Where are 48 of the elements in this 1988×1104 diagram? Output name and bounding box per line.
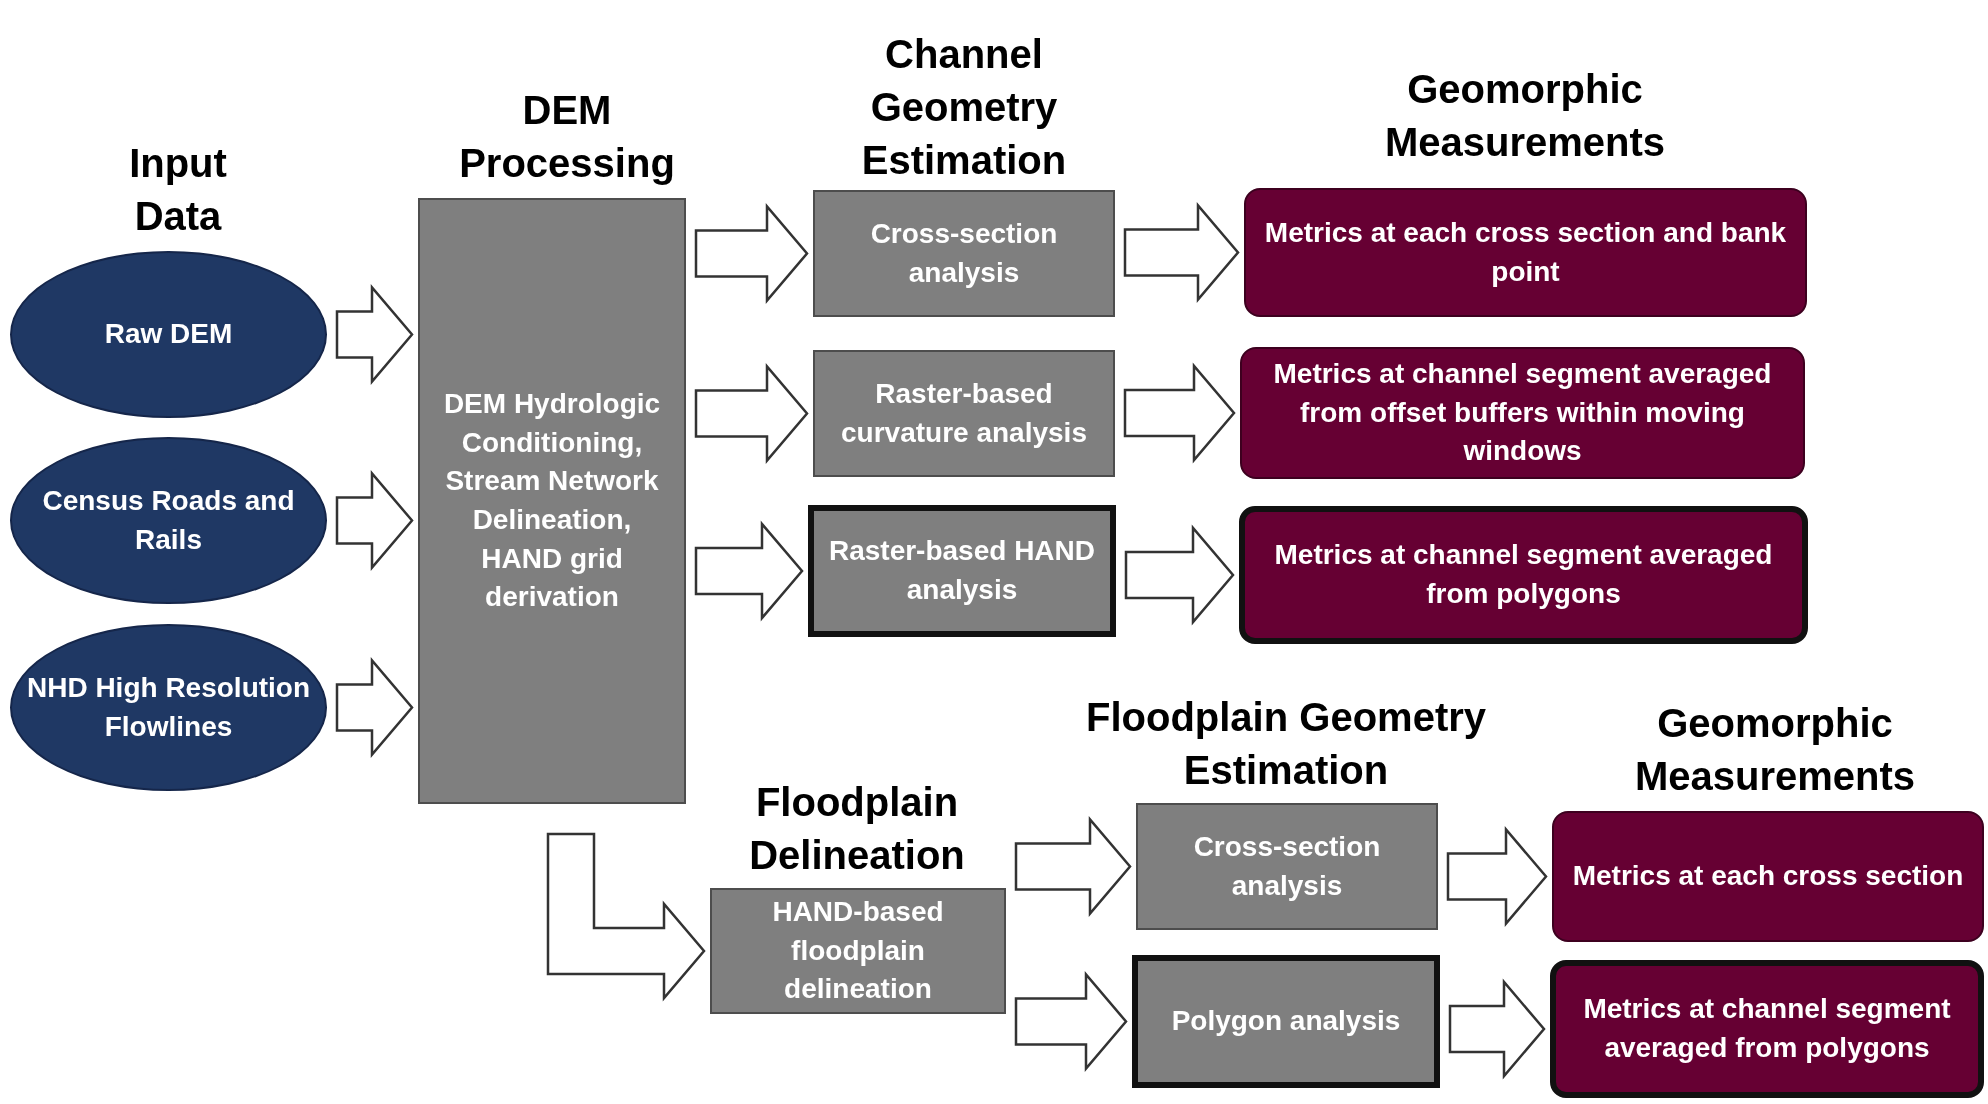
column-heading: Channel Geometry Estimation xyxy=(860,31,1068,185)
output-box xyxy=(1240,347,1805,479)
column-heading: Input Data xyxy=(128,140,228,241)
block-arrow xyxy=(694,520,804,622)
node-text: DEM Hydrologic Conditioning, Stream Network Delineation, HAND grid derivation xyxy=(442,387,662,615)
node-text: Metrics at channel segment averaged from offset buffers within moving windows xyxy=(1272,357,1773,469)
block-arrow xyxy=(694,203,809,304)
block-arrow xyxy=(694,363,809,464)
node-text: HAND-based floodplain delineation xyxy=(771,895,945,1007)
block-arrow xyxy=(546,832,706,1002)
node-text: Census Roads and Rails xyxy=(41,483,296,557)
output-box xyxy=(1552,811,1984,942)
block-arrow xyxy=(335,657,414,758)
process-box xyxy=(418,198,686,804)
node-text: Metrics at each cross section xyxy=(1571,859,1965,894)
node-text: Raw DEM xyxy=(103,317,234,352)
node-text: NHD High Resolution Flowlines xyxy=(25,670,312,744)
block-arrow xyxy=(1014,816,1132,917)
output-box xyxy=(1550,960,1984,1098)
process-box xyxy=(710,888,1006,1014)
column-heading: Geomorphic Measurements xyxy=(1383,66,1667,167)
block-arrow xyxy=(1448,978,1546,1080)
column-heading: Floodplain Delineation xyxy=(748,779,966,880)
block-arrow xyxy=(1123,362,1236,464)
block-arrow xyxy=(1014,971,1128,1072)
output-box xyxy=(1239,506,1808,644)
process-box xyxy=(813,190,1115,317)
output-box xyxy=(1244,188,1807,317)
node-text: Cross-section analysis xyxy=(869,216,1059,290)
block-arrow xyxy=(335,470,414,571)
node-text: Raster-based HAND analysis xyxy=(827,534,1097,607)
process-box xyxy=(808,505,1116,637)
node-text: Metrics at channel segment averaged from polygons xyxy=(1273,538,1774,611)
process-box xyxy=(813,350,1115,477)
column-heading: Floodplain Geometry Estimation xyxy=(1084,694,1487,795)
node-text: Metrics at channel segment averaged from polygons xyxy=(1582,992,1952,1065)
node-text: Raster-based curvature analysis xyxy=(840,376,1088,450)
column-heading: Geomorphic Measurements xyxy=(1633,700,1917,801)
node-text: Cross-section analysis xyxy=(1192,829,1382,903)
process-box xyxy=(1132,955,1440,1088)
block-arrow xyxy=(1124,524,1235,626)
column-heading: DEM Processing xyxy=(458,87,676,188)
node-text: Metrics at each cross section and bank point xyxy=(1263,215,1788,289)
block-arrow xyxy=(335,284,414,385)
process-box xyxy=(1136,803,1438,930)
block-arrow xyxy=(1446,826,1548,927)
node-text: Polygon analysis xyxy=(1170,1004,1402,1039)
block-arrow xyxy=(1123,202,1240,303)
